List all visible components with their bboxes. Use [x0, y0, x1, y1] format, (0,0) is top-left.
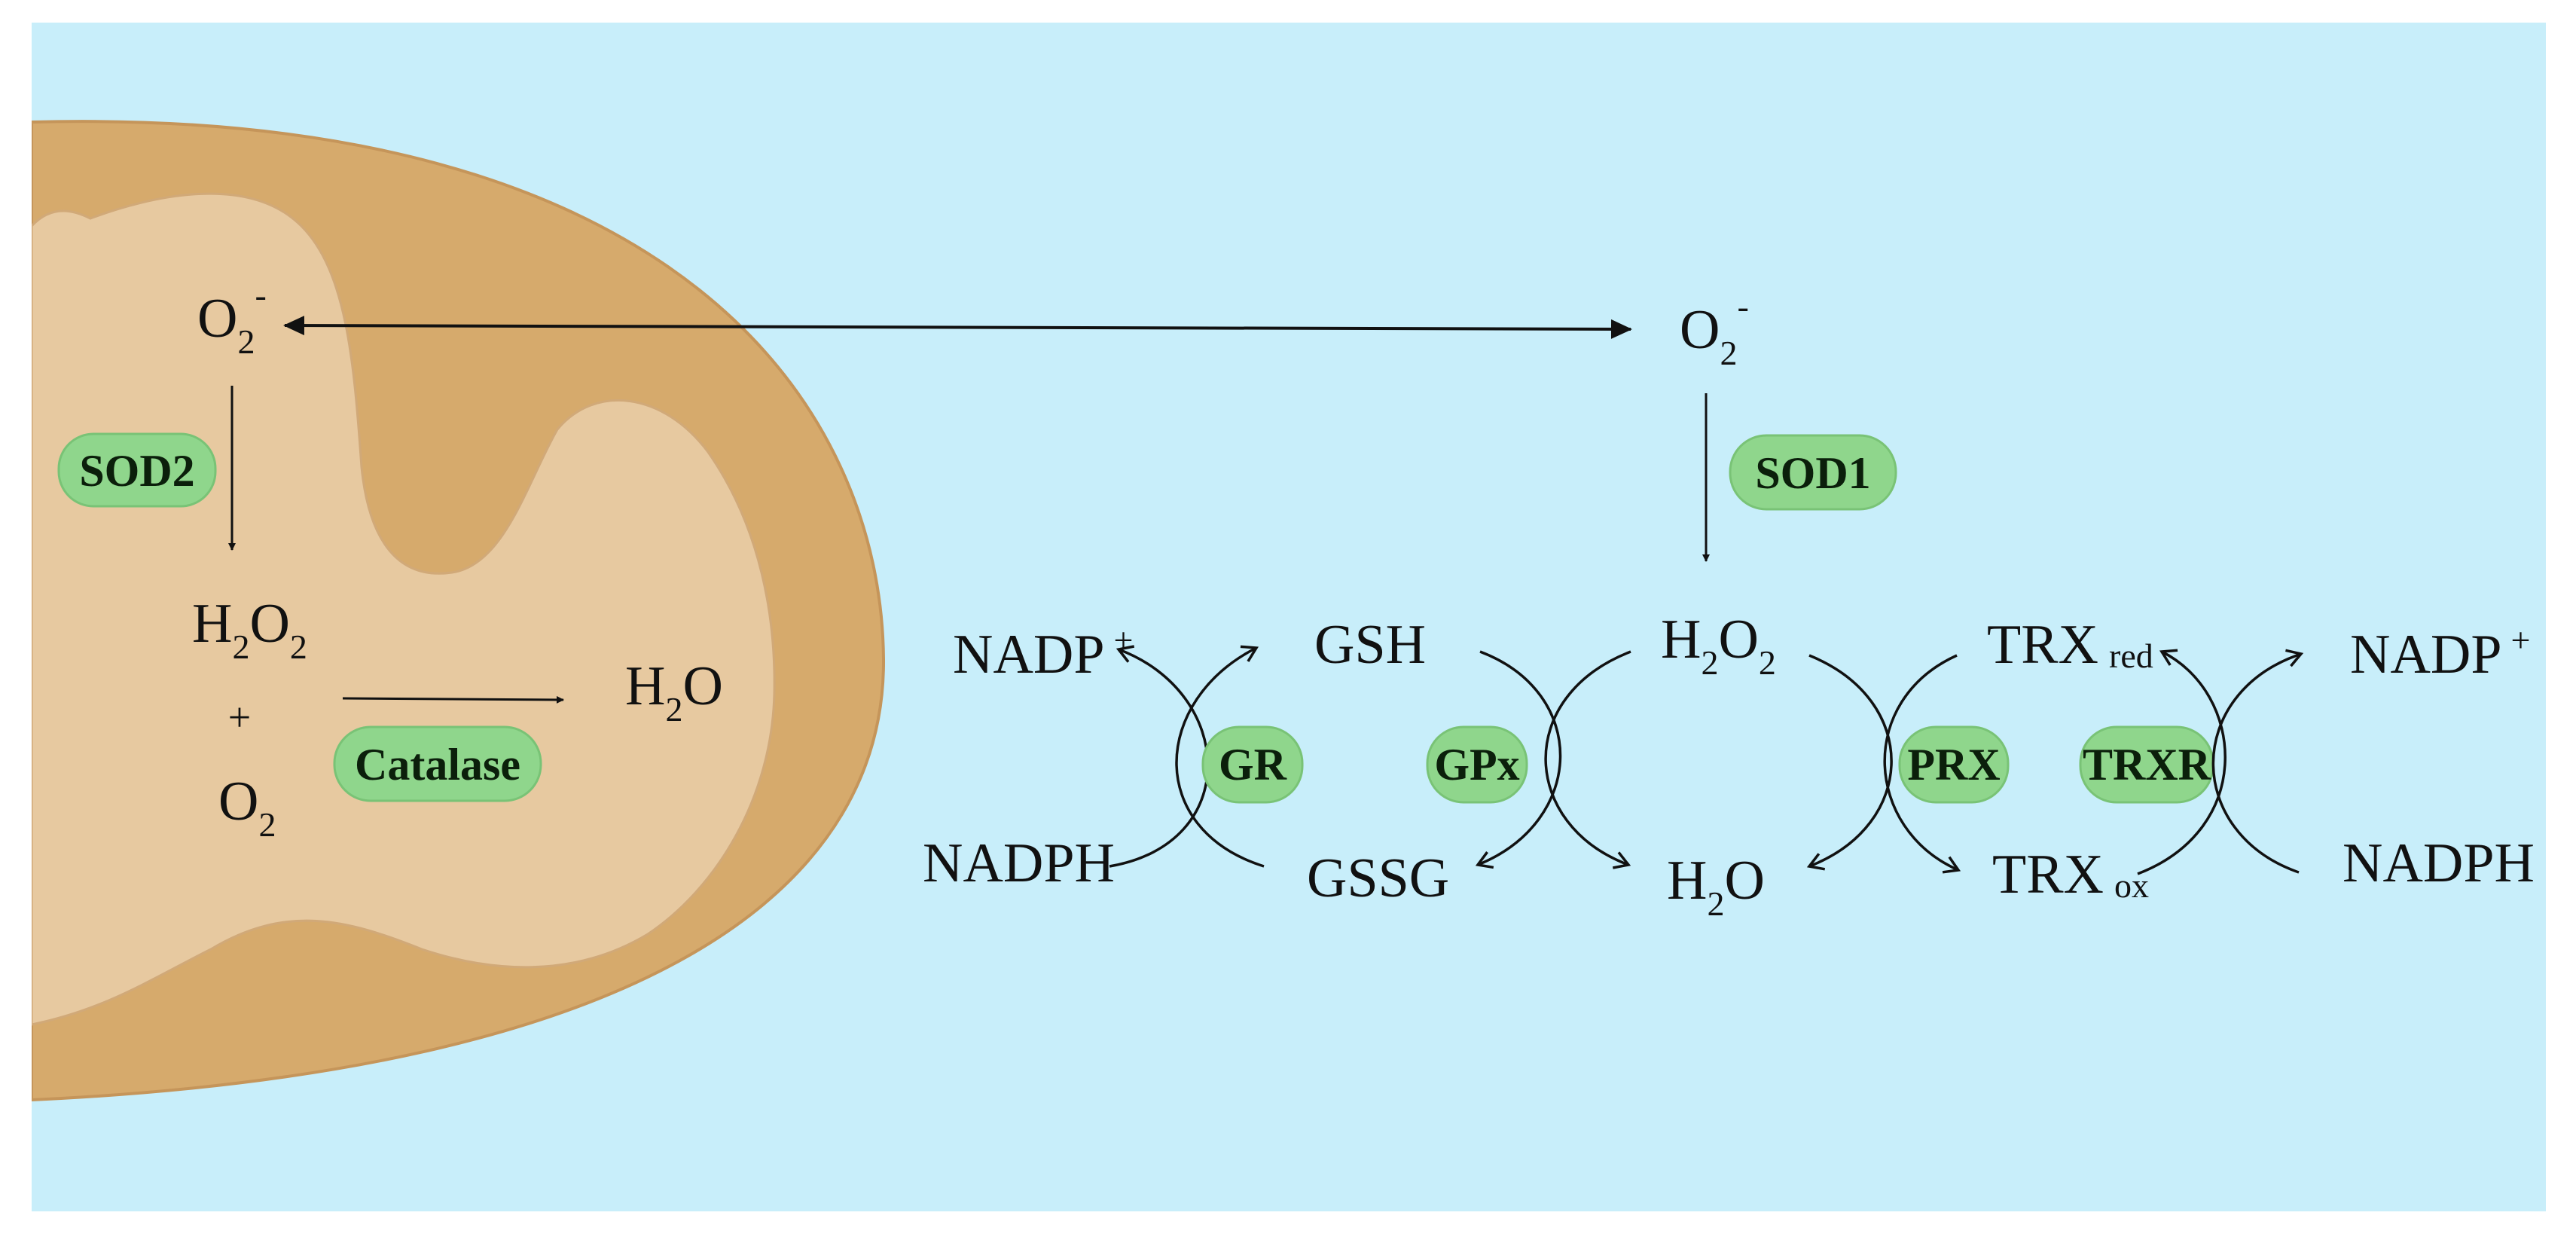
mitochondrion: [32, 120, 886, 1102]
gpx-enzyme: GPx: [1426, 725, 1528, 804]
sod2-enzyme: SOD2: [57, 432, 217, 508]
svg-text:PRX: PRX: [1907, 740, 2000, 789]
superoxide-transport-arrow: [283, 316, 1632, 339]
svg-text:Catalase: Catalase: [355, 740, 520, 789]
nadp-left-label: NADP+: [953, 621, 1133, 686]
mito-oxygen-label: O2: [218, 771, 276, 844]
gpx-gsh-to-gssg-curve: [1475, 650, 1562, 869]
mito-h2o2-label: H2O2: [192, 593, 307, 666]
svg-text:SOD1: SOD1: [1755, 448, 1870, 498]
mito-superoxide-label: O2-: [197, 276, 267, 361]
prx-enzyme: PRX: [1898, 725, 2010, 804]
nadph-right-label: NADPH: [2343, 832, 2535, 894]
prx-trxred-to-trxox-curve: [1883, 654, 1961, 874]
trxr-nadph-to-nadp-curve: [2211, 649, 2304, 874]
sod1-enzyme: SOD1: [1729, 434, 1897, 511]
gsh-label: GSH: [1314, 614, 1426, 676]
mito-plus-sign: +: [228, 695, 251, 740]
mito-catalase-arrow: [342, 695, 564, 704]
gpx-h2o2-to-water-curve: [1544, 650, 1631, 869]
svg-text:GR: GR: [1219, 740, 1287, 789]
gr-gssg-to-gsh-curve: [1175, 645, 1265, 868]
svg-text:GPx: GPx: [1434, 740, 1519, 789]
gr-enzyme: GR: [1201, 725, 1304, 804]
nadph-left-label: NADPH: [923, 832, 1115, 894]
cyto-water-label: H2O: [1667, 850, 1765, 923]
mitochondrion-matrix: [32, 192, 776, 1026]
trxr-trxox-to-trxred-curve: [2137, 649, 2227, 875]
catalase-enzyme: Catalase: [333, 725, 542, 802]
prx-h2o2-to-water-curve: [1806, 654, 1893, 871]
nadp-right-label: NADP+: [2350, 621, 2530, 686]
svg-text:SOD2: SOD2: [79, 446, 194, 496]
cyto-superoxide-label: O2-: [1680, 287, 1749, 372]
cyto-h2o2-label: H2O2: [1661, 609, 1776, 682]
gssg-label: GSSG: [1307, 848, 1449, 909]
svg-text:TRXR: TRXR: [2083, 740, 2211, 789]
trxr-enzyme: TRXR: [2079, 725, 2214, 804]
mito-water-label: H2O: [625, 655, 723, 728]
